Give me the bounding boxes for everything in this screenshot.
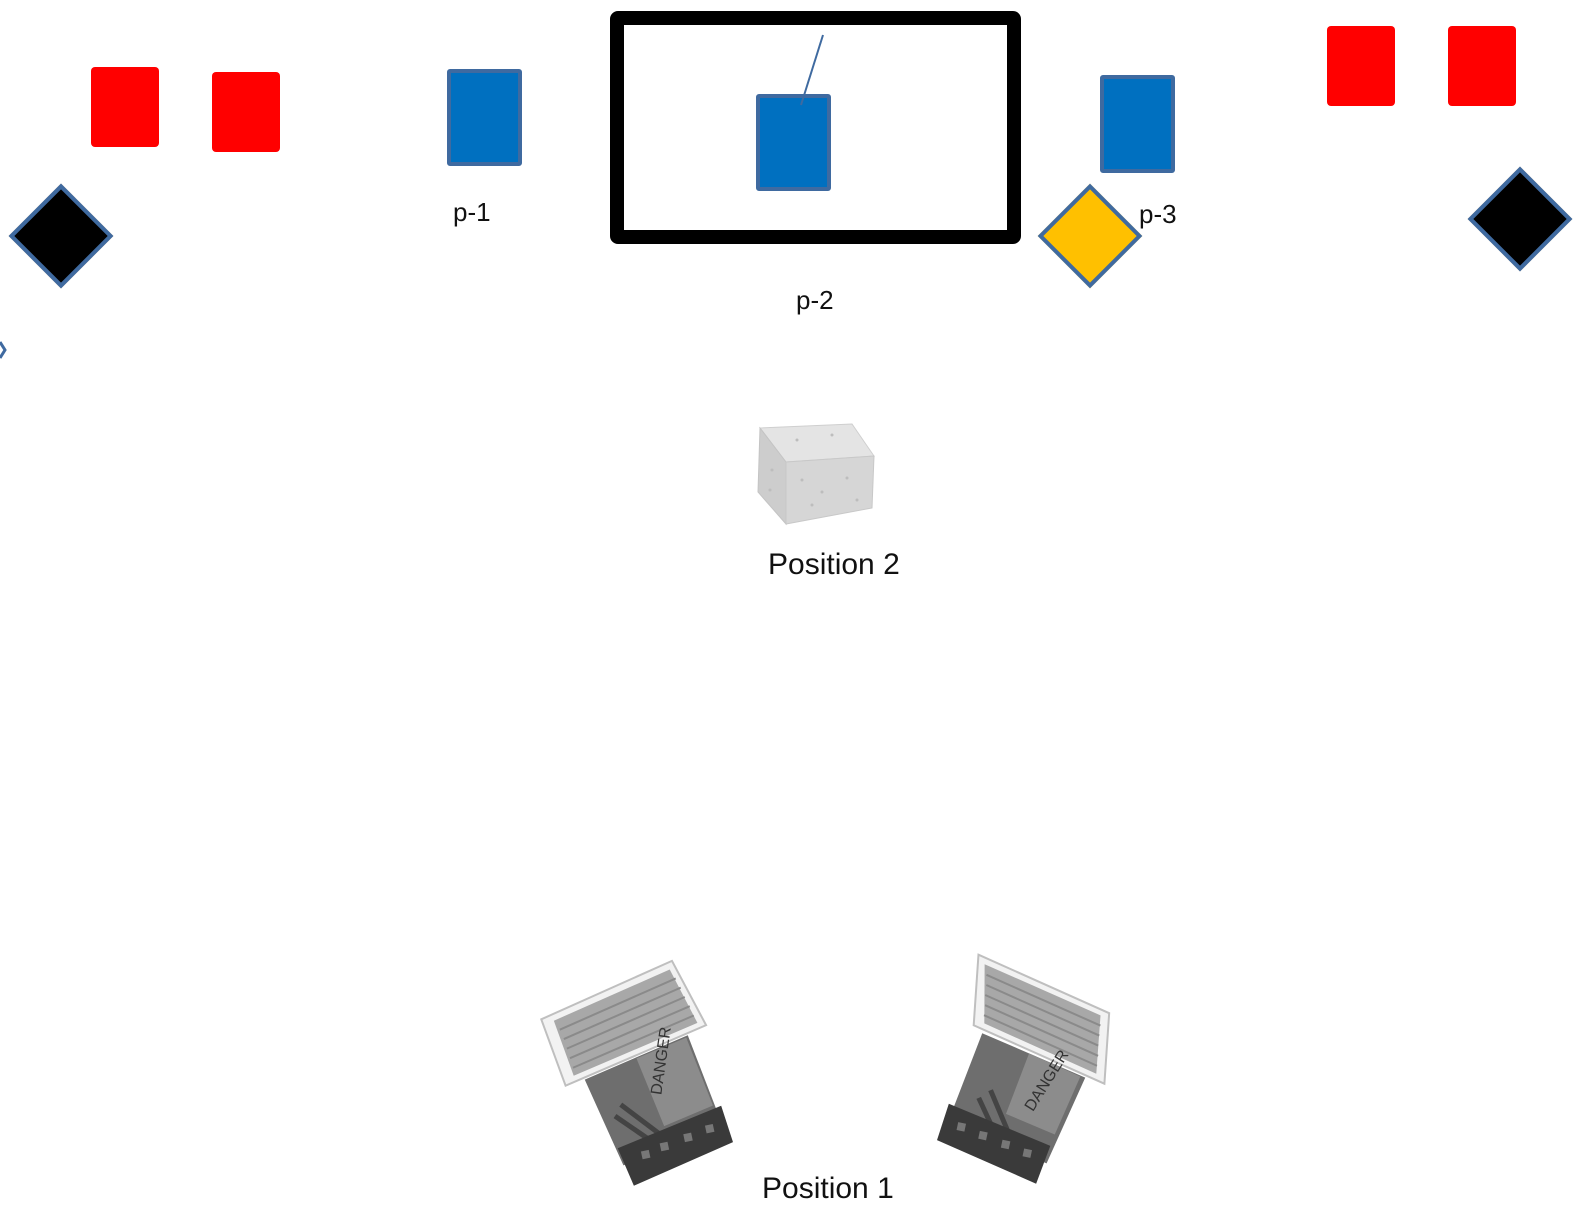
blue-block-p2 bbox=[756, 94, 831, 191]
black-diamond-left bbox=[8, 183, 114, 289]
label-position-2: Position 2 bbox=[768, 548, 900, 581]
equipment-right: DANGER bbox=[937, 953, 1111, 1184]
partial-diamond-edge bbox=[0, 341, 7, 359]
label-p2: p-2 bbox=[796, 285, 834, 315]
label-p1: p-1 bbox=[453, 197, 491, 227]
pointer-line-p2 bbox=[800, 34, 824, 106]
label-position-1: Position 1 bbox=[762, 1172, 894, 1205]
foam-block-object bbox=[757, 423, 875, 526]
red-block-right-1 bbox=[1327, 26, 1395, 106]
black-diamond-right bbox=[1467, 166, 1573, 272]
yellow-diamond bbox=[1037, 183, 1143, 289]
label-p3: p-3 bbox=[1139, 199, 1177, 229]
red-block-left-1 bbox=[91, 67, 159, 147]
blue-block-p3 bbox=[1100, 75, 1175, 173]
equipment-left: DANGER bbox=[540, 959, 733, 1186]
red-block-right-2 bbox=[1448, 26, 1516, 106]
frame-p2 bbox=[610, 11, 1021, 244]
blue-block-p1 bbox=[447, 69, 522, 166]
red-block-left-2 bbox=[212, 72, 280, 152]
